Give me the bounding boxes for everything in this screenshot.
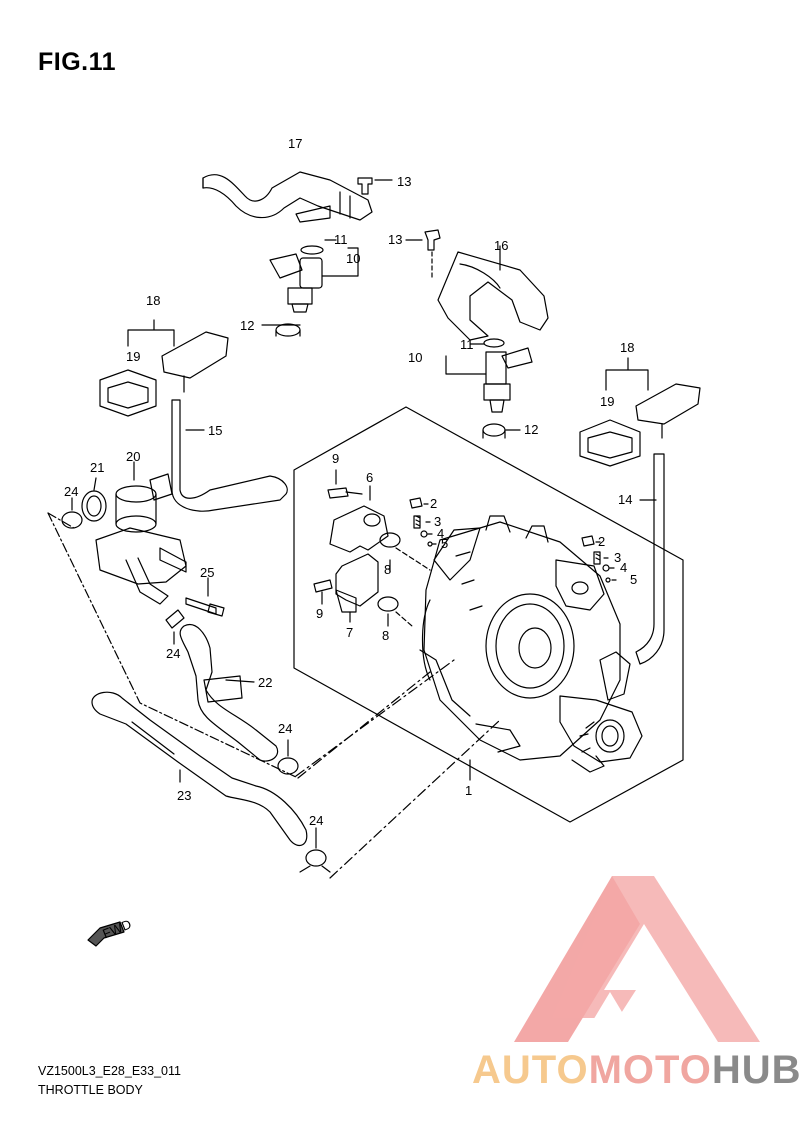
callout-3: 3 <box>614 550 621 565</box>
callout-24: 24 <box>278 721 292 736</box>
brand-moto: MOTO <box>588 1048 712 1092</box>
coupler-left <box>99 319 229 417</box>
callout-5: 5 <box>630 572 637 587</box>
callout-10: 10 <box>408 350 422 365</box>
callout-12: 12 <box>524 422 538 437</box>
hose-14 <box>635 453 665 665</box>
fastener-set-left <box>409 497 437 547</box>
coupler-right <box>579 357 701 467</box>
callout-18: 18 <box>146 293 160 308</box>
callout-11: 11 <box>460 337 474 352</box>
injector-lower <box>445 338 533 439</box>
callout-13: 13 <box>388 232 402 247</box>
brand-hub: HUB <box>711 1048 800 1092</box>
hose-23 <box>91 691 308 847</box>
callout-12: 12 <box>240 318 254 333</box>
screw-13-right <box>424 229 441 251</box>
figure-code: VZ1500L3_E28_E33_011 <box>38 1064 181 1078</box>
figure-name: THROTTLE BODY <box>38 1083 143 1097</box>
callout-13: 13 <box>397 174 411 189</box>
watermark-brand: AUTOMOTOHUB <box>472 1048 800 1093</box>
callout-10: 10 <box>346 251 360 266</box>
callout-9: 9 <box>316 606 323 621</box>
callout-2: 2 <box>598 534 605 549</box>
brand-auto: AUTO <box>472 1048 589 1092</box>
callout-24: 24 <box>64 484 78 499</box>
clamp-24-c <box>277 757 299 775</box>
hose-15 <box>171 399 288 512</box>
watermark-logo <box>514 876 760 1042</box>
callout-16: 16 <box>494 238 508 253</box>
map-sensor <box>313 553 413 627</box>
throttle-body-part <box>419 515 643 781</box>
callout-23: 23 <box>177 788 191 803</box>
callout-4: 4 <box>620 560 627 575</box>
clamp-24-d <box>305 849 327 867</box>
fwd-arrow <box>87 921 125 947</box>
callout-25: 25 <box>200 565 214 580</box>
callout-9: 9 <box>332 451 339 466</box>
callout-4: 4 <box>437 526 444 541</box>
injector-upper <box>261 239 359 337</box>
fwd-label: FWD <box>100 916 133 941</box>
throttle-position-sensor <box>327 469 431 573</box>
hose-22 <box>179 624 279 762</box>
callout-20: 20 <box>126 449 140 464</box>
callout-14: 14 <box>618 492 632 507</box>
callout-22: 22 <box>258 675 272 690</box>
callout-8: 8 <box>384 562 391 577</box>
assembly-frame <box>293 406 684 823</box>
left-group-frame <box>47 512 299 779</box>
clamp-24-a <box>61 511 83 529</box>
callout-19: 19 <box>126 349 140 364</box>
idle-air-control-valve <box>81 461 225 617</box>
callout-8: 8 <box>382 628 389 643</box>
callout-5: 5 <box>441 536 448 551</box>
callout-24: 24 <box>309 813 323 828</box>
screw-13-top <box>357 177 373 195</box>
callout-1: 1 <box>465 783 472 798</box>
callout-17: 17 <box>288 136 302 151</box>
callout-7: 7 <box>346 625 353 640</box>
callout-15: 15 <box>208 423 222 438</box>
fuel-pipe-part <box>437 245 549 341</box>
callout-2: 2 <box>430 496 437 511</box>
callout-3: 3 <box>434 514 441 529</box>
callout-18: 18 <box>620 340 634 355</box>
callout-24: 24 <box>166 646 180 661</box>
callout-21: 21 <box>90 460 104 475</box>
callout-6: 6 <box>366 470 373 485</box>
fastener-set-right <box>581 535 617 583</box>
callout-11: 11 <box>334 232 348 247</box>
figure-title: FIG.11 <box>38 48 117 76</box>
fuel-delivery-pipe-part <box>202 171 373 223</box>
callout-19: 19 <box>600 394 614 409</box>
